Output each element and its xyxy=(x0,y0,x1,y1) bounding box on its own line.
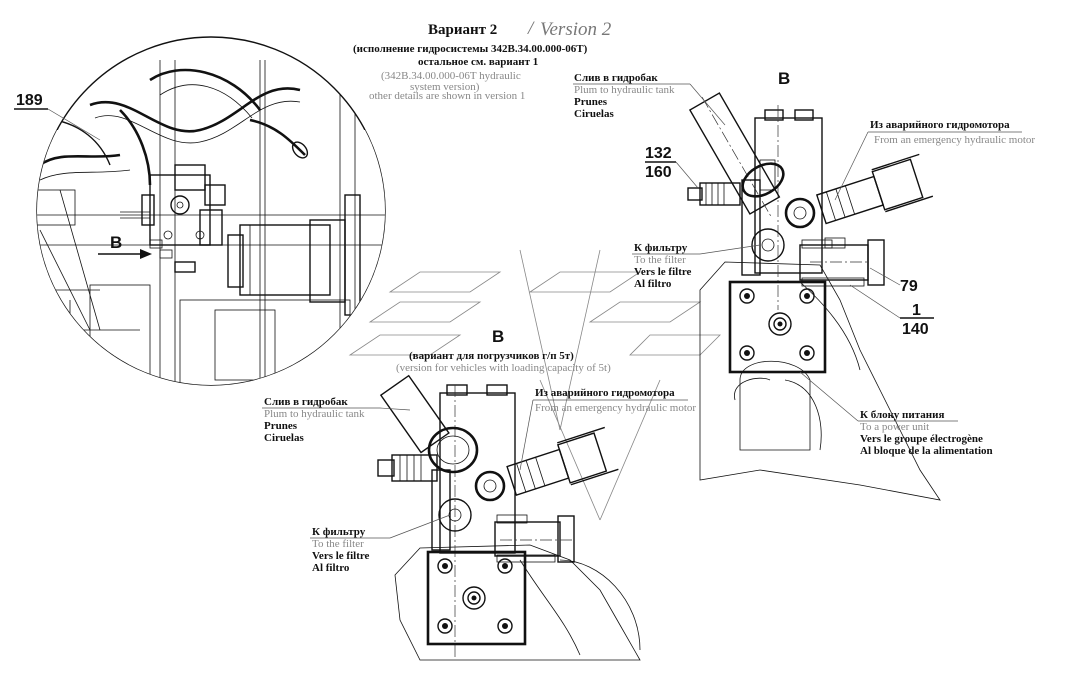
title-line4: system version) xyxy=(410,81,480,93)
drain-bottom-en: Plum to hydraulic tank xyxy=(264,408,365,420)
callout-189: 189 xyxy=(14,92,101,141)
emergency-bottom-en: From an emergency hydraulic motor xyxy=(535,402,696,414)
detail-arrow-letter: B xyxy=(110,233,122,252)
part-number-160: 160 xyxy=(645,164,672,181)
callout-power-unit: К блоку питания To a power unit Vers le … xyxy=(799,371,993,457)
title-version: Version 2 xyxy=(540,19,612,40)
filter-top-es: Al filtro xyxy=(634,278,672,290)
title-separator: / xyxy=(527,18,535,39)
background-watermark xyxy=(348,249,721,521)
emergency-top-en: From an emergency hydraulic motor xyxy=(874,134,1035,146)
power-unit-es: Al bloque de la alimentation xyxy=(860,445,993,457)
part-number-1: 1 xyxy=(912,302,921,319)
callout-1-140: 1 140 xyxy=(849,284,934,338)
drain-top-fr: Prunes xyxy=(574,96,608,108)
filter-top-ru: К фильтру xyxy=(634,242,688,254)
part-number-79: 79 xyxy=(900,278,918,295)
title-line3: (342B.34.00.000-06T hydraulic xyxy=(381,70,521,82)
bottom-caption-en: (version for vehicles with loading capac… xyxy=(396,362,611,374)
bottom-caption-ru: (вариант для погрузчиков г/п 5т) xyxy=(409,350,574,362)
part-number-189: 189 xyxy=(16,92,43,109)
title-line1: (исполнение гидросистемы 342В.34.00.000-… xyxy=(353,43,588,55)
callout-filter-top: К фильтру To the filter Vers le filtre A… xyxy=(632,242,761,290)
power-unit-ru: К блоку питания xyxy=(860,409,944,421)
title-line2: остальное см. вариант 1 xyxy=(418,56,538,68)
view-b-bottom: B (вариант для погрузчиков г/п 5т) (vers… xyxy=(377,327,641,661)
callout-drain-bottom: Слив в гидробак Plum to hydraulic tank P… xyxy=(262,396,411,444)
filter-top-en: To the filter xyxy=(634,254,686,266)
filter-bottom-fr: Vers le filtre xyxy=(312,550,370,562)
power-unit-en: To a power unit xyxy=(860,421,929,433)
drain-top-ru: Слив в гидробак xyxy=(574,72,658,84)
title-line5: other details are shown in version 1 xyxy=(369,90,525,102)
filter-bottom-es: Al filtro xyxy=(312,562,350,574)
drain-bottom-fr: Prunes xyxy=(264,420,298,432)
title-block: Вариант 2 / Version 2 (исполнение гидрос… xyxy=(353,18,612,102)
emergency-top-ru: Из аварийного гидромотора xyxy=(870,119,1010,131)
filter-bottom-ru: К фильтру xyxy=(312,526,366,538)
view-b-right: B xyxy=(687,69,941,501)
callout-79: 79 xyxy=(869,267,918,295)
title-main: Вариант 2 xyxy=(428,22,497,38)
part-number-140: 140 xyxy=(902,321,929,338)
drain-top-en: Plum to hydraulic tank xyxy=(574,84,675,96)
emergency-bottom-ru: Из аварийного гидромотора xyxy=(535,387,675,399)
callout-drain-top: Слив в гидробак Plum to hydraulic tank P… xyxy=(573,72,726,126)
callout-filter-bottom: К фильтру To the filter Vers le filtre A… xyxy=(310,514,451,574)
power-unit-fr: Vers le groupe électrogène xyxy=(860,433,983,445)
filter-bottom-en: To the filter xyxy=(312,538,364,550)
filter-top-fr: Vers le filtre xyxy=(634,266,692,278)
callout-132-160: 132 160 xyxy=(645,145,699,189)
drain-bottom-es: Ciruelas xyxy=(264,432,304,444)
part-number-132: 132 xyxy=(645,145,672,162)
detail-circle-view: B xyxy=(36,36,386,386)
drain-bottom-ru: Слив в гидробак xyxy=(264,396,348,408)
view-bottom-letter: B xyxy=(492,327,504,346)
view-right-letter: B xyxy=(778,69,790,88)
drain-top-es: Ciruelas xyxy=(574,108,614,120)
callout-emergency-bottom: Из аварийного гидромотора From an emerge… xyxy=(519,387,696,471)
callout-emergency-top: Из аварийного гидромотора From an emerge… xyxy=(834,119,1035,201)
